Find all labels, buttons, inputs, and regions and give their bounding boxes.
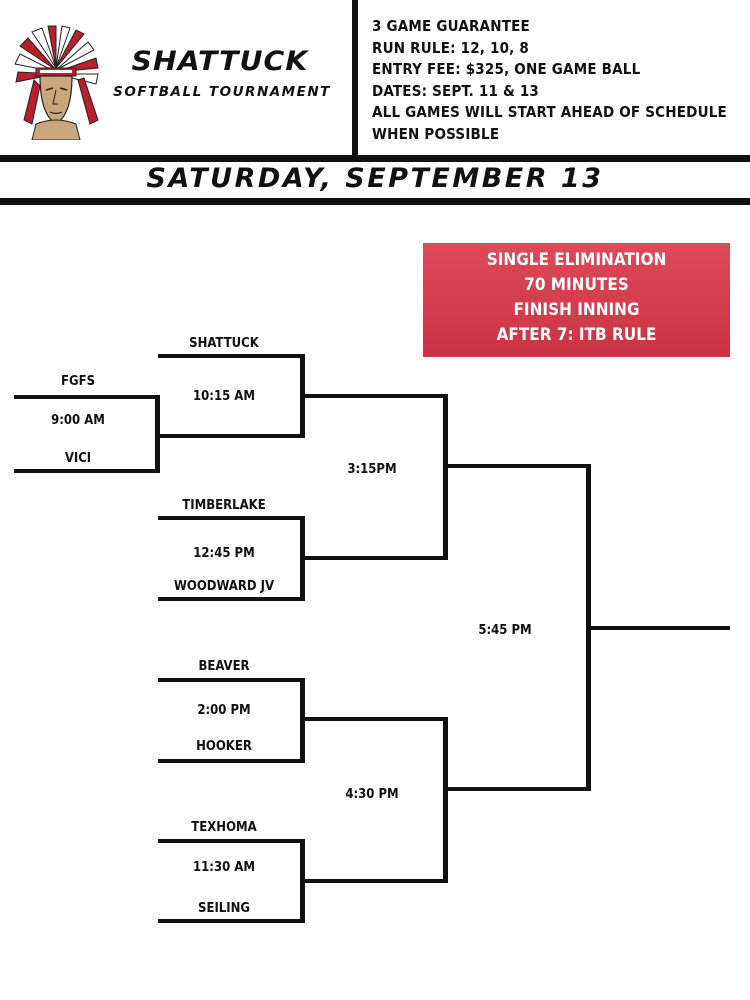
header-divider: [352, 0, 358, 158]
tournament-info: 3 GAME GUARANTEE RUN RULE: 12, 10, 8 ENT…: [372, 16, 744, 145]
team-name: SHATTUCK: [189, 336, 259, 351]
rules-line: 70 MINUTES: [524, 275, 629, 295]
bracket-line: [158, 759, 304, 763]
bracket-line: [158, 597, 304, 601]
rules-line: AFTER 7: ITB RULE: [496, 325, 657, 345]
rules-line: FINISH INNING: [513, 300, 640, 320]
team-name: TEXHOMA: [191, 820, 257, 835]
game-time: 10:15 AM: [193, 389, 255, 404]
bracket-line: [300, 678, 305, 763]
tournament-subtitle: SOFTBALL TOURNAMENT: [113, 84, 331, 100]
bracket-line: [300, 516, 305, 601]
team-name: TIMBERLAKE: [182, 498, 266, 513]
header-rule-top: [0, 155, 750, 162]
bracket-line: [589, 626, 730, 630]
info-line: RUN RULE: 12, 10, 8: [372, 38, 529, 57]
bracket-line: [158, 434, 304, 438]
game-time: 11:30 AM: [193, 860, 255, 875]
info-line: WHEN POSSIBLE: [372, 124, 500, 143]
game-time: 3:15PM: [347, 462, 397, 477]
info-line: ALL GAMES WILL START AHEAD OF SCHEDULE: [372, 103, 727, 121]
bracket-line: [303, 879, 447, 883]
info-line: DATES: SEPT. 11 & 13: [372, 81, 540, 100]
game-time: 2:00 PM: [197, 703, 251, 718]
info-line: ENTRY FEE: $325, ONE GAME BALL: [372, 60, 641, 78]
bracket-line: [303, 717, 447, 721]
team-name: WOODWARD JV: [173, 579, 275, 594]
bracket-line: [303, 394, 447, 398]
bracket-line: [158, 678, 304, 682]
game-time: 5:45 PM: [478, 623, 532, 638]
bracket-line: [300, 354, 305, 438]
info-line: 3 GAME GUARANTEE: [372, 17, 530, 35]
bracket-line: [446, 787, 590, 791]
bracket-line: [14, 395, 160, 399]
team-name: HOOKER: [196, 739, 252, 754]
header-rule-bottom: [0, 198, 750, 205]
day-title: SATURDAY, SEPTEMBER 13: [146, 163, 604, 194]
game-time: 4:30 PM: [345, 787, 399, 802]
game-time: 12:45 PM: [193, 546, 255, 561]
bracket-line: [443, 717, 448, 883]
team-name: BEAVER: [198, 659, 250, 674]
bracket-line: [158, 919, 304, 923]
team-name: VICI: [64, 451, 92, 466]
bracket-line: [446, 464, 590, 468]
bracket-line: [14, 469, 160, 473]
bracket-line: [158, 516, 304, 520]
rules-line: SINGLE ELIMINATION: [486, 250, 667, 270]
game-time: 9:00 AM: [51, 413, 105, 428]
team-name: FGFS: [60, 374, 96, 389]
team-name: SEILING: [198, 901, 250, 916]
rules-box: SINGLE ELIMINATION 70 MINUTES FINISH INN…: [423, 243, 730, 357]
indian-chief-logo: [14, 25, 99, 140]
bracket-line: [158, 839, 304, 843]
bracket-line: [155, 395, 160, 473]
tournament-title: SHATTUCK: [131, 46, 309, 77]
bracket-line: [303, 556, 447, 560]
bracket-line: [158, 354, 304, 358]
bracket-line: [300, 839, 305, 923]
bracket-line: [443, 394, 448, 560]
bracket-line: [586, 464, 591, 791]
